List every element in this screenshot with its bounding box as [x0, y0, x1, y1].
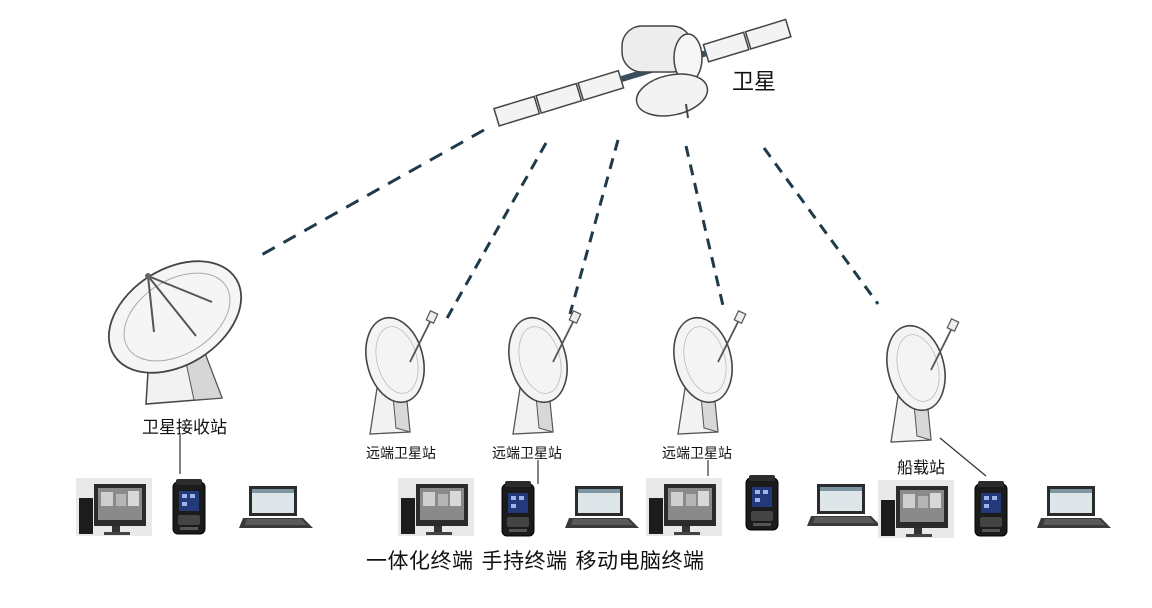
remote-station-label: 远端卫星站: [662, 446, 732, 462]
handheld-terminal-icon: [172, 478, 206, 535]
terminal-group: [398, 478, 639, 537]
laptop-terminal-icon: [239, 486, 313, 528]
handheld-terminal-icon: [974, 480, 1008, 537]
satellite-link-ship: [762, 147, 880, 305]
ship-station-label: 船载站: [897, 458, 946, 477]
satellite-icon: [493, 18, 792, 127]
integrated-terminal-icon: [646, 478, 722, 536]
dish-antenna-icon: [664, 309, 747, 435]
remote-station-label: 远端卫星站: [492, 446, 562, 462]
terminal-types-caption: 一体化终端手持终端移动电脑终端: [366, 545, 713, 575]
satellite-link-ground: [255, 128, 485, 260]
integrated-terminal-icon: [878, 480, 954, 538]
laptop-terminal-icon: [565, 486, 639, 528]
integrated-terminal-icon: [76, 478, 152, 536]
connector-line: [939, 437, 987, 477]
ground-station-label: 卫星接收站: [142, 418, 227, 438]
laptop-terminal-icon: [807, 484, 881, 526]
remote-station-label: 远端卫星站: [366, 446, 436, 462]
terminal-type-integrated: 一体化终端: [366, 549, 474, 573]
handheld-terminal-icon: [501, 480, 535, 537]
laptop-terminal-icon: [1037, 486, 1111, 528]
satellite-link-remote-1: [444, 142, 548, 321]
terminal-type-handheld: 手持终端: [481, 549, 568, 573]
satellite-link-remote-2: [568, 139, 620, 315]
dish-antenna-icon: [499, 309, 582, 435]
integrated-terminal-icon: [398, 478, 474, 536]
satellite-label: 卫星: [732, 70, 777, 95]
large-dish-antenna-icon: [107, 260, 243, 405]
terminal-group: [646, 474, 881, 536]
handheld-terminal-icon: [745, 474, 779, 531]
dish-antenna-icon: [877, 317, 960, 443]
terminal-type-laptop: 移动电脑终端: [575, 549, 705, 573]
terminal-group: [76, 478, 313, 536]
dish-antenna-icon: [356, 309, 439, 435]
terminal-group: [878, 480, 1111, 538]
satellite-link-remote-3: [684, 145, 726, 311]
